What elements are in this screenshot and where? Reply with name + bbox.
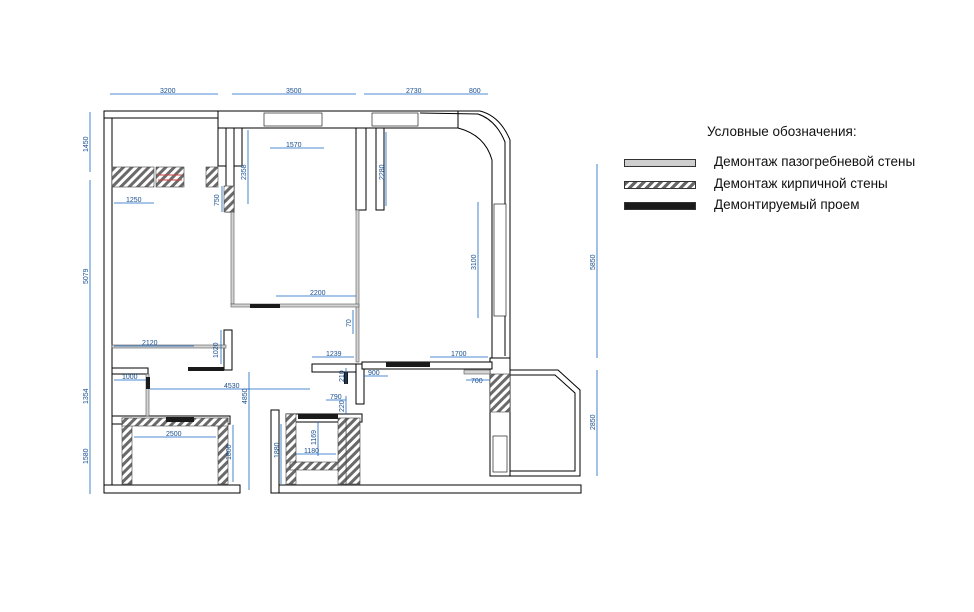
wall-left	[103, 110, 113, 494]
dim-1180: 1180	[304, 448, 319, 455]
brick-8	[285, 413, 297, 485]
legend-title: Условные обозначения:	[707, 124, 857, 139]
wall-int-2	[355, 127, 367, 211]
dim-900: 900	[368, 370, 380, 377]
legend-label-partition: Демонтаж пазогребневой стены	[714, 154, 916, 169]
legend-item-opening: Демонтируемый проем	[624, 197, 944, 213]
wall-int-4	[223, 329, 233, 371]
legend-swatch-opening	[624, 202, 696, 210]
dim-right-2: 2850	[590, 414, 597, 430]
dim-1570: 1570	[286, 142, 302, 149]
dim-right-1: 5850	[590, 254, 597, 270]
partition-4	[111, 344, 227, 349]
legend-label-opening: Демонтируемый проем	[714, 197, 860, 212]
brick-4	[489, 373, 511, 413]
openings	[146, 304, 430, 422]
brick-11	[337, 417, 347, 485]
wall-top-band	[217, 110, 459, 129]
brick-2	[205, 166, 219, 188]
wall-block-1	[155, 166, 185, 188]
dim-left-2: 5079	[83, 268, 90, 284]
wall-int-3	[375, 127, 385, 211]
opening-4	[386, 362, 430, 367]
dim-700: 700	[471, 378, 483, 385]
partition-3	[230, 303, 360, 308]
wall-int-5	[311, 363, 363, 373]
partition-5	[145, 373, 150, 417]
balcony-outline	[510, 369, 581, 477]
dim-top-1: 3200	[160, 88, 176, 95]
balcony-inner	[510, 374, 576, 472]
opening-3	[146, 377, 150, 389]
wall-top-left	[103, 110, 221, 119]
legend-label-brick: Демонтаж кирпичной стены	[714, 176, 888, 191]
dim-left-4: 1580	[83, 448, 90, 464]
legend-item-brick: Демонтаж кирпичной стены	[624, 176, 944, 192]
legend-item-partition: Демонтаж пазогребневой стены	[624, 154, 944, 170]
dim-left-3: 1354	[83, 388, 90, 404]
brick-1	[111, 166, 155, 188]
dim-2280: 2280	[379, 164, 386, 180]
window-balcony	[492, 435, 508, 473]
wall-bottom-right	[270, 484, 582, 494]
brick-10	[289, 461, 341, 471]
window-top-2	[371, 112, 419, 127]
dim-4850: 4850	[242, 388, 249, 404]
legend-swatch-brick	[624, 181, 696, 189]
dim-top-4: 800	[469, 88, 481, 95]
dimension-labels: 3200 3500 2730 800 1450 5079 1354 1580 5…	[83, 88, 597, 464]
wall-int-6	[355, 363, 365, 405]
dim-top-2: 3500	[286, 88, 302, 95]
dim-70: 70	[346, 319, 353, 327]
partition-walls	[111, 209, 491, 417]
dim-2120: 2120	[142, 340, 158, 347]
window-top-1	[263, 112, 323, 127]
dim-210: 210	[339, 370, 346, 382]
partition-2	[355, 209, 360, 363]
brick-9	[345, 417, 361, 485]
dim-3100: 3100	[471, 254, 478, 270]
dim-2500: 2500	[166, 431, 182, 438]
dim-1000: 1000	[122, 374, 138, 381]
dimension-lines	[89, 93, 598, 494]
dim-left-1: 1450	[83, 136, 90, 152]
dim-220: 220	[339, 400, 346, 412]
dim-1250: 1250	[126, 197, 142, 204]
dim-2200: 2200	[310, 290, 326, 297]
window-right	[493, 203, 507, 317]
dim-1700: 1700	[451, 351, 467, 358]
partition-6	[463, 369, 491, 375]
dim-1800: 1800	[226, 444, 233, 460]
dim-790: 790	[330, 394, 342, 401]
wall-bath-left	[270, 409, 280, 494]
legend-swatch-partition	[624, 159, 696, 167]
dim-top-3: 2730	[406, 88, 422, 95]
opening-2	[188, 367, 224, 371]
partition-1	[230, 209, 235, 305]
wall-int-7	[111, 367, 149, 375]
dim-750: 750	[214, 194, 221, 206]
dim-1239: 1239	[326, 351, 342, 358]
opening-6	[298, 414, 338, 419]
opening-1	[250, 304, 280, 308]
brick-5	[121, 417, 133, 485]
dim-4530: 4530	[224, 383, 240, 390]
opening-5	[166, 417, 194, 422]
dim-1880: 1880	[274, 442, 281, 458]
dim-1169: 1169	[311, 430, 318, 445]
wall-bottom-left	[103, 484, 241, 494]
dim-1020: 1020	[213, 342, 220, 358]
brick-3	[223, 185, 235, 213]
window-corner	[419, 112, 506, 356]
dim-2358: 2358	[241, 164, 248, 180]
